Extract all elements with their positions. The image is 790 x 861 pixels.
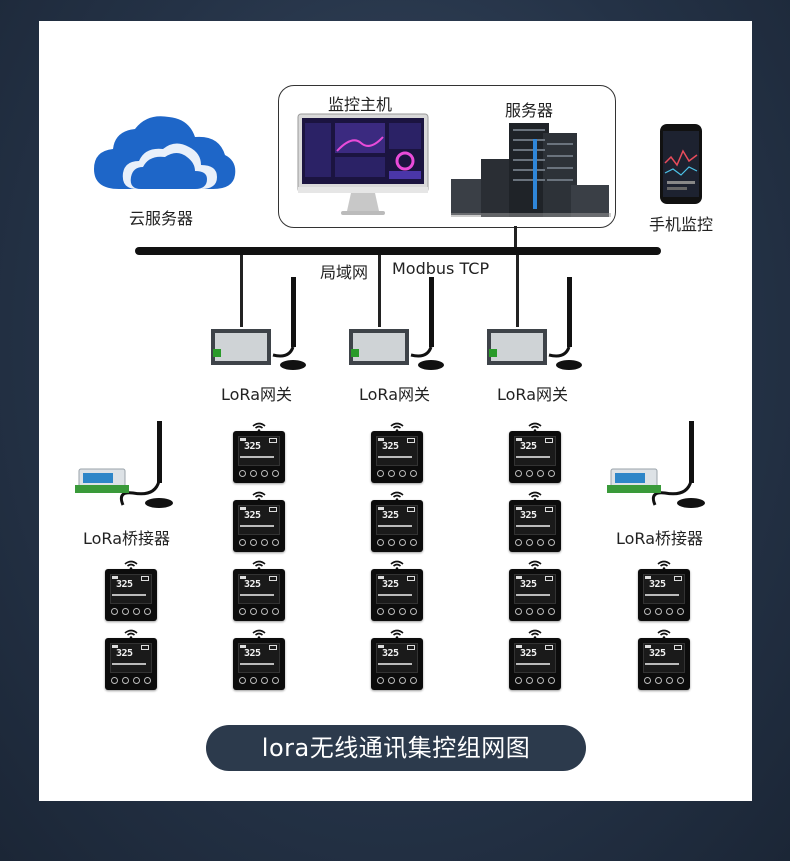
wifi-icon bbox=[390, 624, 404, 639]
thermostat-reading: 325 bbox=[382, 648, 399, 659]
wifi-icon bbox=[390, 417, 404, 432]
bridge-device-left bbox=[75, 421, 173, 508]
monitor-host-label: 监控主机 bbox=[328, 95, 393, 114]
thermostat-reading: 325 bbox=[520, 648, 537, 659]
thermostat-reading: 325 bbox=[244, 579, 261, 590]
wifi-icon bbox=[390, 555, 404, 570]
gateway-label-2: LoRa网关 bbox=[359, 385, 430, 404]
thermostat-6: 325 bbox=[233, 638, 285, 690]
wifi-icon bbox=[252, 486, 266, 501]
bridge-left-label: LoRa桥接器 bbox=[83, 529, 170, 548]
thermostat-reading: 325 bbox=[116, 648, 133, 659]
thermostat-reading: 325 bbox=[520, 579, 537, 590]
network-bus bbox=[135, 247, 661, 255]
cloud-server-label: 云服务器 bbox=[129, 209, 194, 228]
host-uplink bbox=[514, 226, 517, 250]
diagram-panel: 云服务器 监控主机 服务器 bbox=[39, 21, 752, 801]
server-rack-icon bbox=[451, 123, 611, 217]
thermostat-8: 325 bbox=[371, 500, 423, 552]
phone-icon bbox=[660, 124, 702, 204]
thermostat-reading: 325 bbox=[244, 441, 261, 452]
thermostat-reading: 325 bbox=[382, 510, 399, 521]
thermostat-16: 325 bbox=[638, 638, 690, 690]
thermostat-reading: 325 bbox=[382, 579, 399, 590]
thermostat-14: 325 bbox=[509, 638, 561, 690]
thermostat-9: 325 bbox=[371, 569, 423, 621]
thermostat-13: 325 bbox=[509, 569, 561, 621]
thermostat-reading: 325 bbox=[244, 510, 261, 521]
gateway-device-3 bbox=[487, 277, 582, 370]
thermostat-4: 325 bbox=[233, 500, 285, 552]
thermostat-reading: 325 bbox=[382, 441, 399, 452]
gateway-label-3: LoRa网关 bbox=[497, 385, 568, 404]
thermostat-reading: 325 bbox=[520, 510, 537, 521]
bridge-right-label: LoRa桥接器 bbox=[616, 529, 703, 548]
protocol-label: Modbus TCP bbox=[392, 259, 490, 278]
thermostat-reading: 325 bbox=[116, 579, 133, 590]
thermostat-2: 325 bbox=[105, 638, 157, 690]
wifi-icon bbox=[252, 624, 266, 639]
thermostat-5: 325 bbox=[233, 569, 285, 621]
thermostat-15: 325 bbox=[638, 569, 690, 621]
gateway-link-3 bbox=[516, 255, 519, 327]
gateway-link-1 bbox=[240, 255, 243, 327]
gateway-link-2 bbox=[378, 255, 381, 327]
bridge-device-right bbox=[607, 421, 705, 508]
thermostat-1: 325 bbox=[105, 569, 157, 621]
wifi-icon bbox=[528, 486, 542, 501]
server-label: 服务器 bbox=[505, 101, 554, 120]
thermostat-11: 325 bbox=[509, 431, 561, 483]
wifi-icon bbox=[390, 486, 404, 501]
wifi-icon bbox=[657, 555, 671, 570]
gateway-device-2 bbox=[349, 277, 444, 370]
thermostat-reading: 325 bbox=[244, 648, 261, 659]
wifi-icon bbox=[528, 417, 542, 432]
thermostat-7: 325 bbox=[371, 431, 423, 483]
diagram-title: lora无线通讯集控组网图 bbox=[206, 725, 586, 771]
wifi-icon bbox=[528, 555, 542, 570]
cloud-icon bbox=[94, 116, 236, 189]
wifi-icon bbox=[124, 624, 138, 639]
wifi-icon bbox=[657, 624, 671, 639]
gateway-label-1: LoRa网关 bbox=[221, 385, 292, 404]
monitor-icon bbox=[297, 113, 429, 215]
gateway-device-1 bbox=[211, 277, 306, 370]
thermostat-reading: 325 bbox=[520, 441, 537, 452]
wifi-icon bbox=[124, 555, 138, 570]
thermostat-reading: 325 bbox=[649, 579, 666, 590]
thermostat-reading: 325 bbox=[649, 648, 666, 659]
wifi-icon bbox=[252, 417, 266, 432]
thermostat-12: 325 bbox=[509, 500, 561, 552]
wifi-icon bbox=[252, 555, 266, 570]
wifi-icon bbox=[528, 624, 542, 639]
lan-label: 局域网 bbox=[320, 263, 369, 282]
thermostat-10: 325 bbox=[371, 638, 423, 690]
phone-monitor-label: 手机监控 bbox=[649, 215, 714, 234]
thermostat-3: 325 bbox=[233, 431, 285, 483]
